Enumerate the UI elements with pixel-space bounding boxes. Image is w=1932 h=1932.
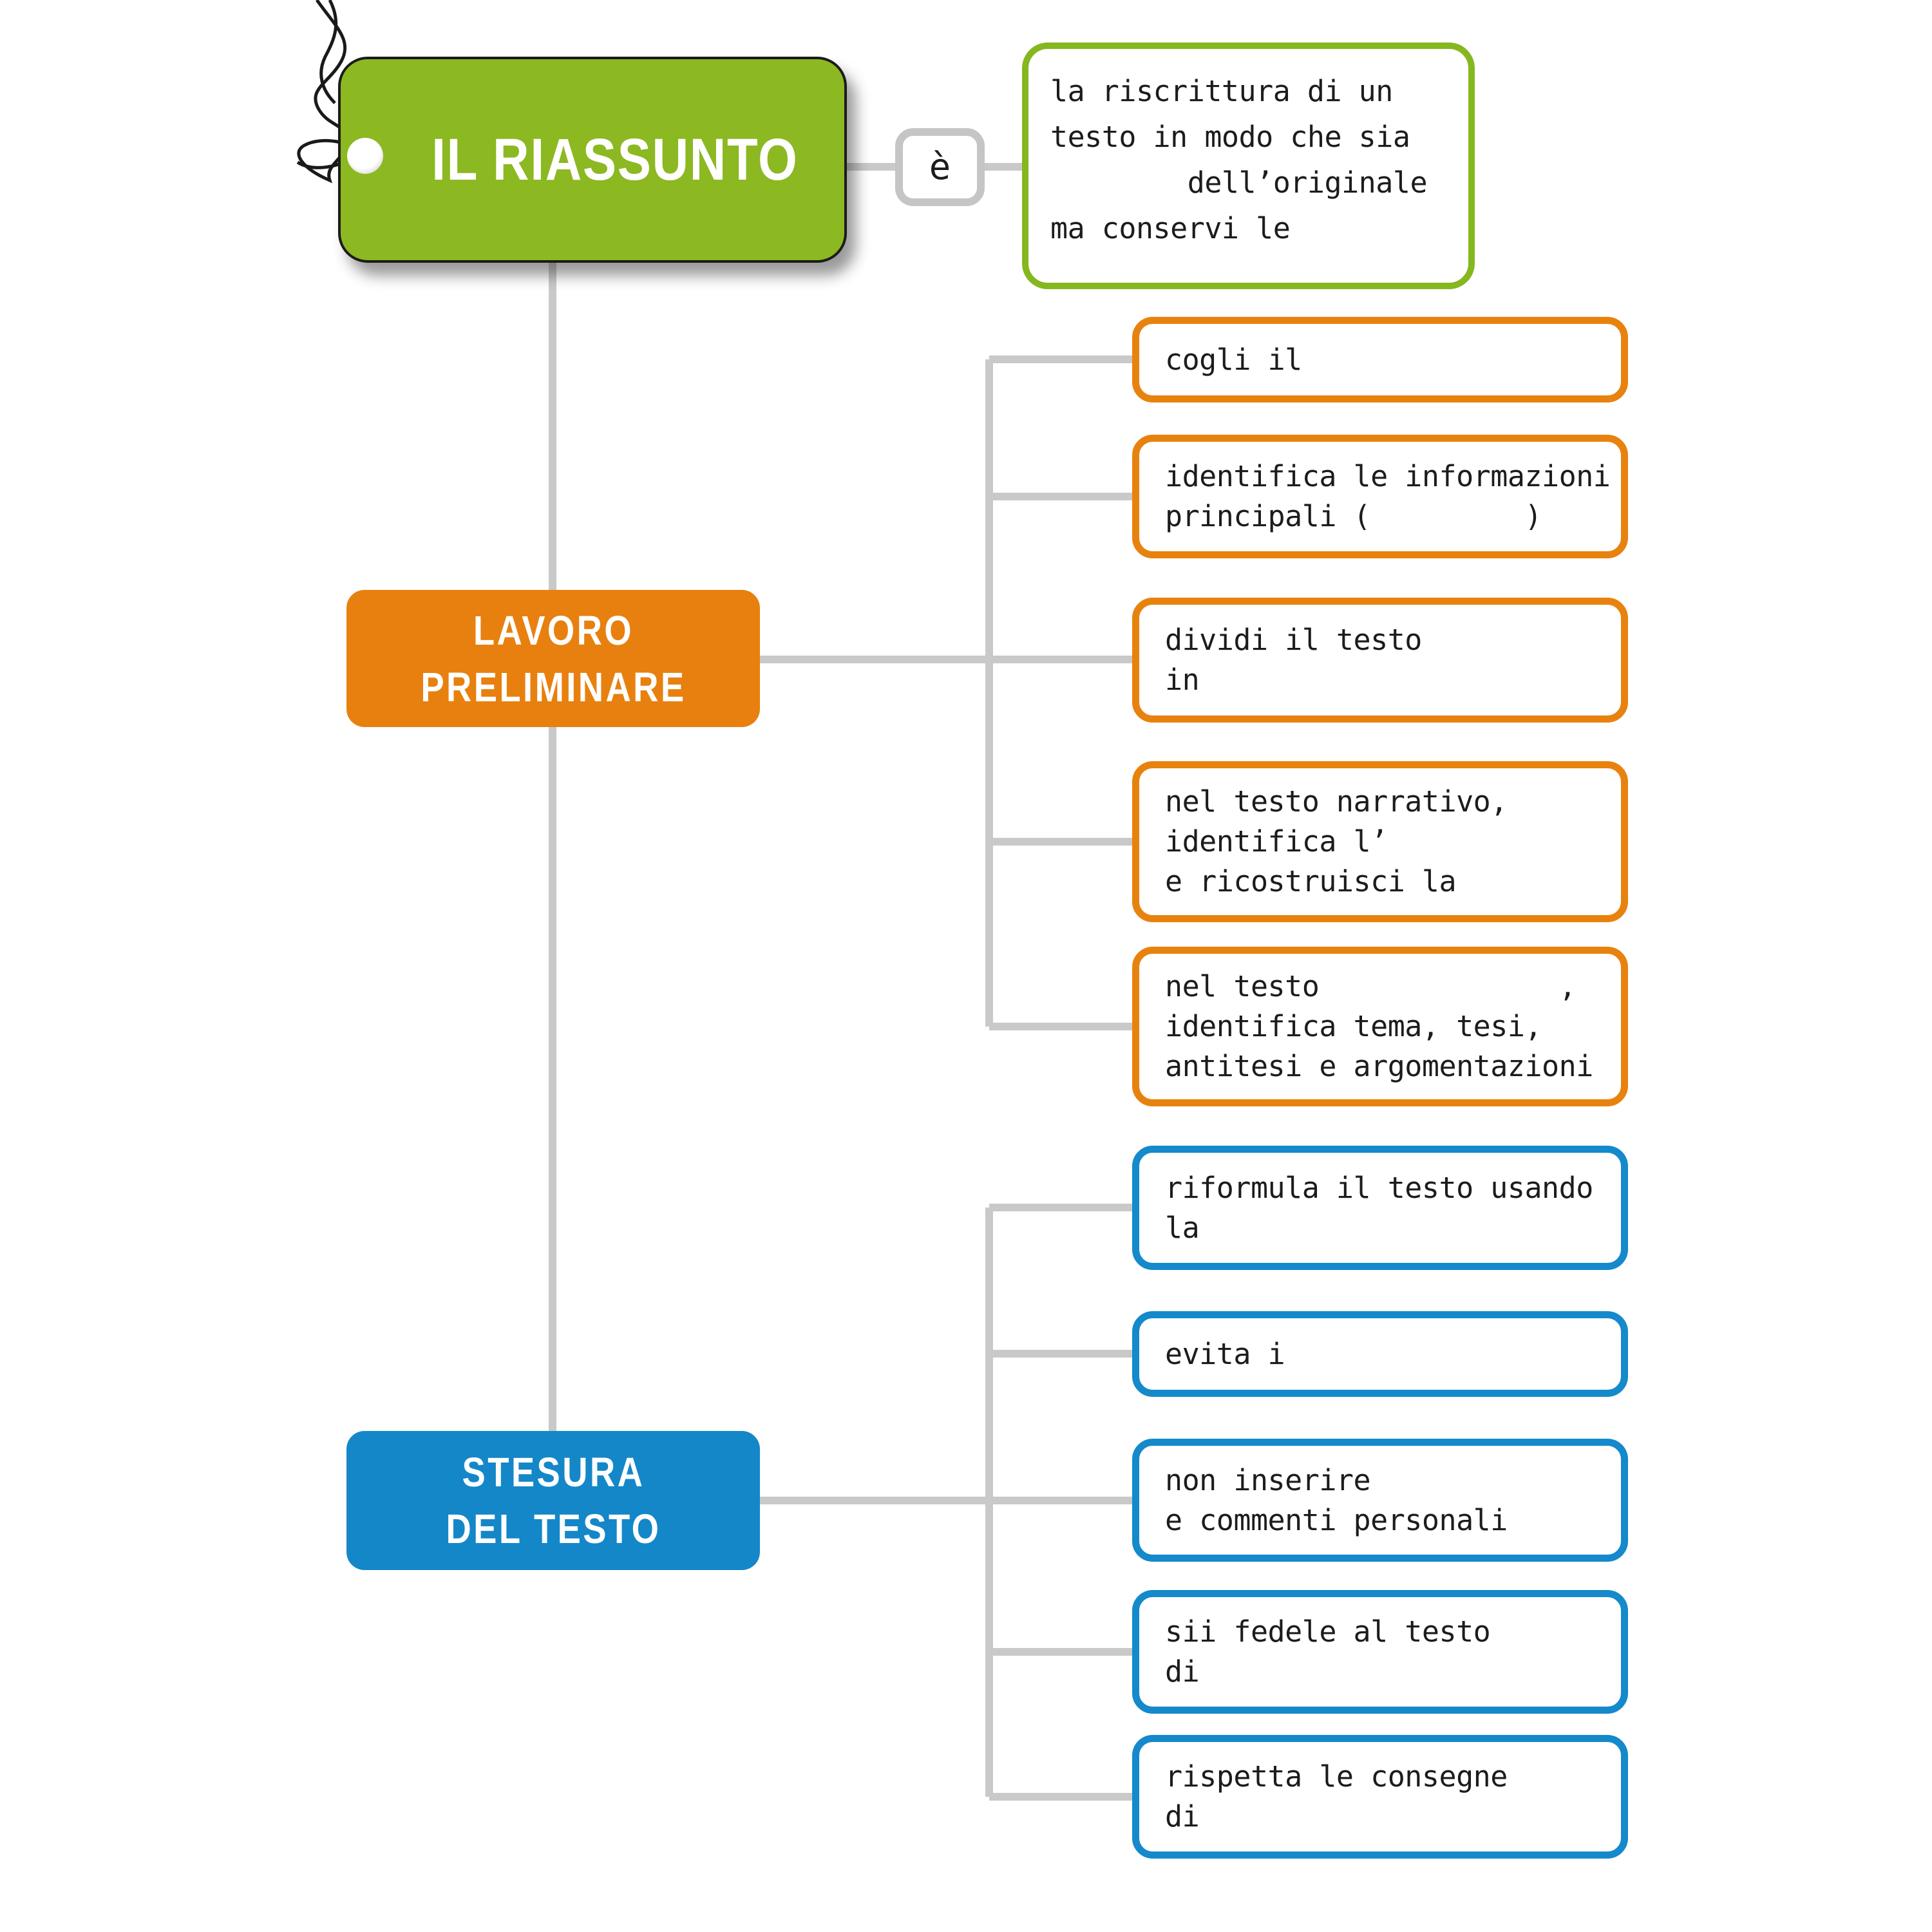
branch-title-line: DEL TESTO (446, 1506, 661, 1552)
branch-title-line: STESURA (462, 1449, 645, 1495)
leaf-box: rispetta le consegne di (1132, 1735, 1628, 1859)
definition-line: ma conservi le (1050, 211, 1291, 245)
leaf-box: nel testo , identifica tema, tesi, antit… (1132, 947, 1628, 1106)
leaf-line: evita i (1165, 1336, 1285, 1371)
branch-node-lavoro-preliminare: LAVORO PRELIMINARE (346, 590, 760, 727)
definition-line: dell’originale (1050, 166, 1428, 200)
leaf-line: sii fedele al testo (1165, 1615, 1491, 1649)
leaf-box: dividi il testo in (1132, 598, 1628, 723)
leaf-box: sii fedele al testo di (1132, 1590, 1628, 1714)
branch-node-stesura-del-testo: STESURA DEL TESTO (346, 1431, 760, 1570)
branch-title-line: PRELIMINARE (420, 663, 687, 710)
definition-line: la riscrittura di un (1050, 74, 1393, 108)
root-node-il-riassunto: IL RIASSUNTO (338, 57, 847, 263)
root-title: IL RIASSUNTO (431, 126, 799, 193)
definition-line: testo in modo che sia (1050, 120, 1410, 154)
leaf-line: rispetta le consegne (1165, 1759, 1508, 1794)
leaf-box: non inserire e commenti personali (1132, 1439, 1628, 1562)
leaf-box: identifica le informazioni principali ( … (1132, 435, 1628, 558)
definition-box: la riscrittura di un testo in modo che s… (1022, 43, 1475, 289)
leaf-line: principali ( ) (1165, 499, 1542, 533)
leaf-line: e commenti personali (1165, 1502, 1508, 1537)
leaf-line: di (1165, 1799, 1200, 1833)
leaf-line: nel testo , (1165, 969, 1577, 1003)
tag-hole-icon (347, 138, 383, 174)
leaf-line: e ricostruisci la (1165, 864, 1457, 898)
leaf-line: non inserire (1165, 1463, 1371, 1497)
leaf-line: dividi il testo (1165, 623, 1422, 657)
leaf-line: identifica l’ (1165, 824, 1388, 858)
relation-label: è (929, 146, 951, 188)
leaf-line: identifica tema, tesi, (1165, 1009, 1542, 1043)
leaf-box: evita i (1132, 1311, 1628, 1397)
leaf-box: riformula il testo usando la (1132, 1146, 1628, 1270)
leaf-box: nel testo narrativo, identifica l’ e ric… (1132, 761, 1628, 922)
leaf-line: cogli il (1165, 342, 1302, 377)
leaf-line: in (1165, 663, 1200, 697)
leaf-line: la (1165, 1210, 1200, 1245)
leaf-line: riformula il testo usando (1165, 1170, 1593, 1205)
leaf-line: nel testo narrativo, (1165, 784, 1508, 819)
relation-node-e: è (895, 128, 985, 206)
branch-title-line: LAVORO (473, 607, 634, 654)
leaf-line: di (1165, 1654, 1200, 1689)
leaf-line: identifica le informazioni (1165, 459, 1611, 493)
leaf-box: cogli il (1132, 317, 1628, 402)
leaf-line: antitesi e argomentazioni (1165, 1049, 1593, 1083)
